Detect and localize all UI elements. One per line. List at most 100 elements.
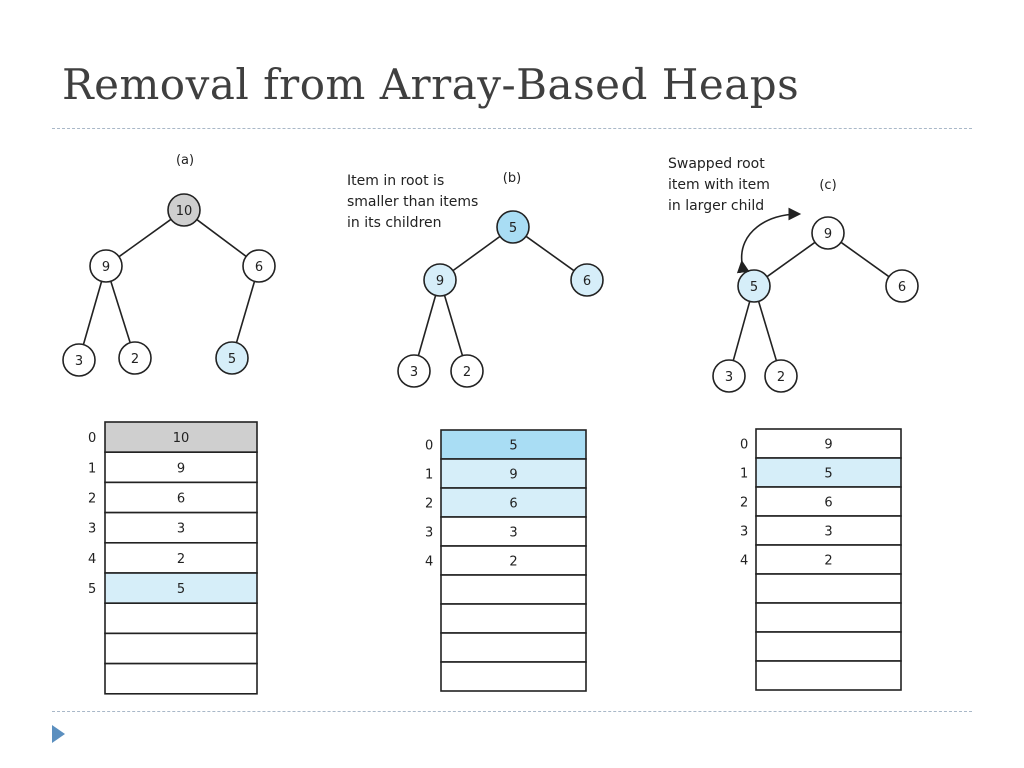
tree-edge — [732, 301, 751, 361]
array-row: 90 — [740, 428, 902, 459]
bottom-divider — [52, 711, 972, 712]
tree-node-circle — [496, 210, 530, 244]
tree-edge — [82, 281, 103, 345]
tree-node-label: 9 — [824, 227, 832, 242]
top-divider — [52, 128, 972, 129]
array-cell — [104, 451, 258, 484]
tree-node-circle — [242, 249, 276, 283]
slide-title: Removal from Array-Based Heaps — [62, 60, 800, 109]
array-index-label: 3 — [425, 526, 433, 541]
array-row: 62 — [88, 481, 258, 514]
tree-node-circle — [62, 343, 96, 377]
tree-node-circle — [167, 193, 201, 227]
array-index-label: 0 — [88, 431, 96, 446]
tree-node-label: 10 — [176, 204, 193, 219]
array-cell-value: 2 — [824, 554, 832, 569]
array-cell-value: 9 — [509, 468, 517, 483]
tree-edge — [443, 295, 464, 356]
array-cell-value: 5 — [177, 582, 185, 597]
array-index-label: 2 — [740, 496, 748, 511]
array-cell — [104, 511, 258, 544]
array-index-label: 4 — [740, 554, 748, 569]
array-cell — [440, 516, 587, 547]
array-row — [755, 573, 902, 604]
tree-node: 6 — [242, 249, 276, 283]
array-cell — [440, 632, 587, 663]
array-index-label: 3 — [88, 522, 96, 537]
array-index-label: 1 — [88, 461, 96, 476]
tree-node-circle — [885, 269, 919, 303]
nav-arrow-icon[interactable] — [52, 725, 65, 743]
tree-node-circle — [89, 249, 123, 283]
panel-note-line: item with item — [668, 177, 770, 193]
array-index-label: 2 — [425, 497, 433, 512]
array-cell-value: 6 — [509, 497, 517, 512]
array-cell — [104, 572, 258, 605]
array-row — [440, 632, 587, 663]
tree-node-label: 6 — [255, 260, 263, 275]
array-index-label: 1 — [740, 467, 748, 482]
array-row: 50 — [425, 429, 587, 460]
tree-edge — [525, 235, 575, 272]
panel-note-line: smaller than items — [347, 194, 478, 210]
tree-node: 2 — [764, 359, 798, 393]
tree-node: 5 — [737, 269, 771, 303]
array-cell-value: 3 — [509, 526, 517, 541]
array-row: 33 — [740, 515, 902, 546]
tree-edge — [757, 301, 778, 361]
array-cell — [755, 602, 902, 633]
array-index-label: 1 — [425, 468, 433, 483]
tree-node: 5 — [215, 341, 249, 375]
tree-node-label: 2 — [463, 365, 471, 380]
tree-edge — [118, 218, 172, 258]
array-row — [104, 602, 258, 635]
tree-node-circle — [450, 354, 484, 388]
swap-arrow-icon — [736, 207, 802, 274]
array-row: 55 — [88, 572, 258, 605]
array-cell — [440, 661, 587, 692]
array-cell — [104, 632, 258, 665]
array-cell — [104, 481, 258, 514]
array-index-label: 3 — [740, 525, 748, 540]
array-row: 51 — [740, 457, 902, 488]
tree-node-circle — [215, 341, 249, 375]
tree-node-circle — [423, 263, 457, 297]
tree-node-label: 2 — [131, 352, 139, 367]
array-index-label: 4 — [88, 552, 96, 567]
panel-caption: (b) — [503, 171, 521, 186]
tree-node-circle — [764, 359, 798, 393]
array-cell — [755, 515, 902, 546]
tree-node: 6 — [885, 269, 919, 303]
array-row: 33 — [425, 516, 587, 547]
array-cell-value: 9 — [824, 438, 832, 453]
tree-node: 2 — [450, 354, 484, 388]
array-cell — [104, 662, 258, 695]
panel-note-line: in its children — [347, 215, 442, 231]
panel-caption: (c) — [819, 178, 836, 193]
array-cell — [755, 486, 902, 517]
array-cell-value: 3 — [177, 522, 185, 537]
array-row: 100 — [88, 421, 258, 454]
array-row: 62 — [425, 487, 587, 518]
array-index-label: 5 — [88, 582, 96, 597]
tree-node-circle — [397, 354, 431, 388]
array-cell-value: 6 — [824, 496, 832, 511]
tree-node: 3 — [62, 343, 96, 377]
tree-edge — [235, 281, 256, 343]
tree-node: 10 — [167, 193, 201, 227]
array-row — [104, 632, 258, 665]
tree-node-circle — [712, 359, 746, 393]
array-cell — [104, 421, 258, 454]
tree-node: 9 — [811, 216, 845, 250]
tree-node: 5 — [496, 210, 530, 244]
array-cell-value: 6 — [177, 492, 185, 507]
array-cell — [440, 603, 587, 634]
tree-node: 9 — [423, 263, 457, 297]
tree-node-label: 6 — [583, 274, 591, 289]
array-index-label: 4 — [425, 555, 433, 570]
